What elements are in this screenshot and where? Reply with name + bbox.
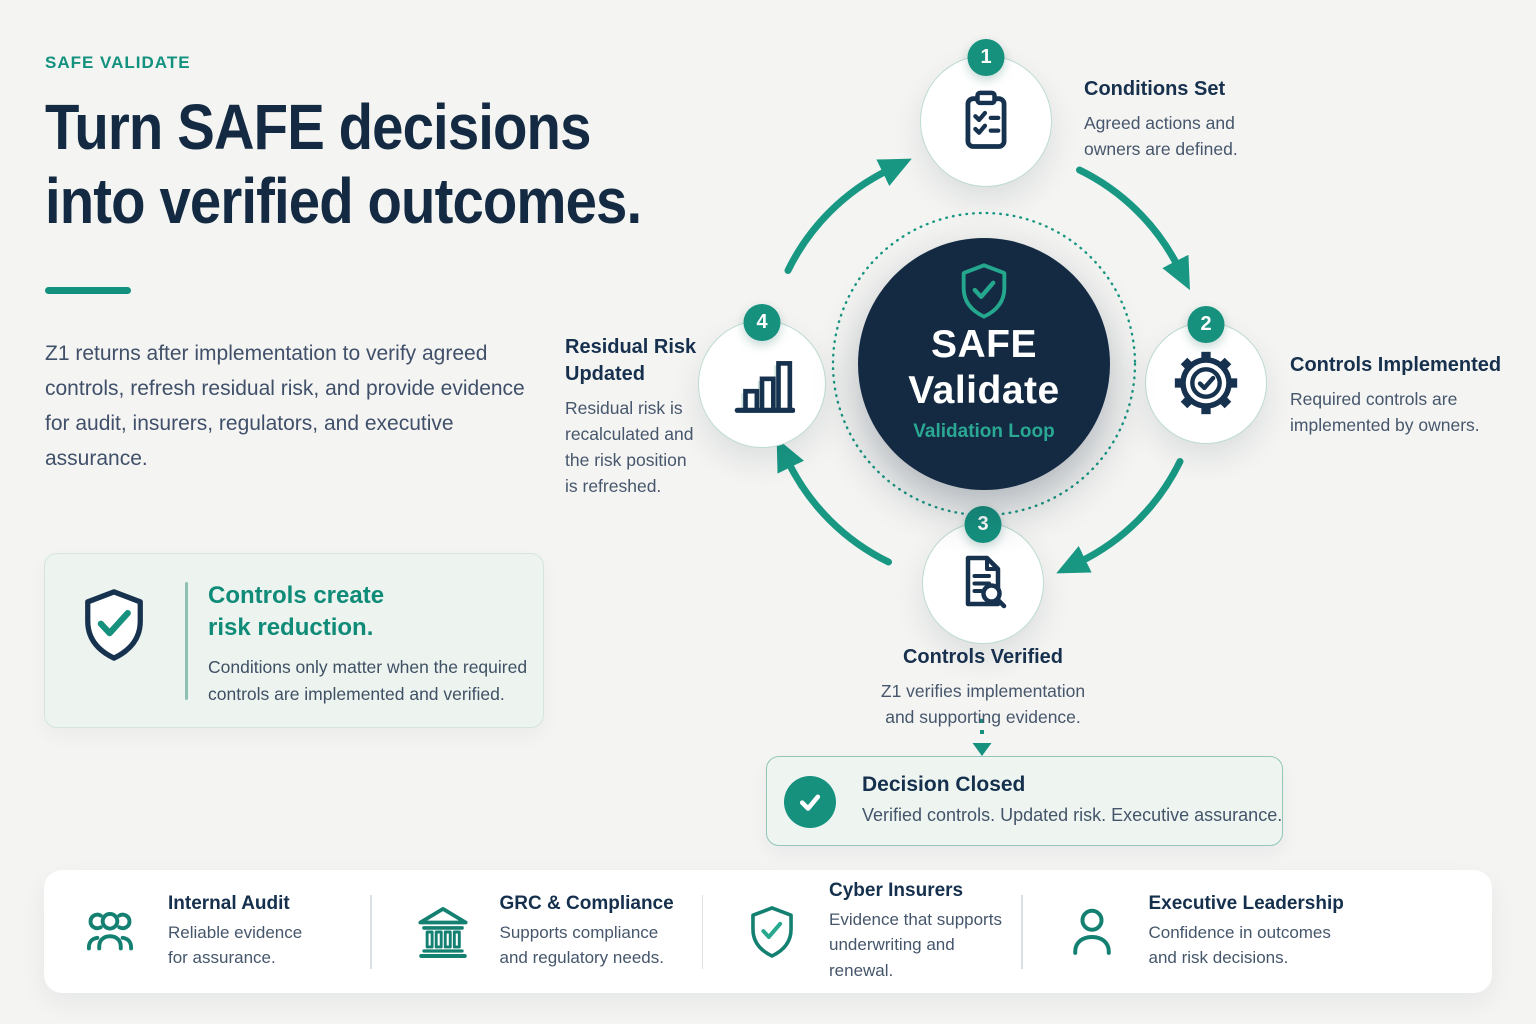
title-underline (45, 287, 131, 294)
arc-step1-to-step2 (1076, 166, 1190, 291)
audience-body: Evidence that supports underwriting and … (829, 909, 1002, 980)
step-title: Controls Verified (902, 646, 1064, 668)
step-label-conditions-set: Conditions Set Agreed actions and owners… (1084, 76, 1324, 162)
decision-title: Decision Closed (862, 773, 1026, 796)
loop-node-controls-verified: 3 (922, 506, 1044, 644)
step-label-controls-verified: Controls Verified Z1 verifies implementa… (852, 644, 1114, 730)
audience-title: Executive Leadership (1148, 892, 1344, 914)
loop-node-residual-risk-updated: 4 (698, 304, 826, 448)
person-icon (1063, 903, 1121, 961)
callout-divider (185, 582, 188, 700)
step-body: Residual risk is recalculated and the ri… (565, 398, 694, 496)
connector-arrowhead (972, 743, 992, 756)
shield-check-icon (743, 903, 801, 961)
arc-step2-to-step3 (1056, 458, 1184, 574)
people-group-icon (80, 902, 140, 962)
step-badge: 3 (964, 506, 1002, 543)
audience-body: Reliable evidence for assurance. (168, 922, 303, 968)
loop-node-controls-implemented: 2 (1145, 306, 1267, 444)
step-title: Conditions Set (1084, 78, 1226, 100)
step-label-controls-implemented: Controls Implemented Required controls a… (1290, 352, 1510, 438)
audience-body: Confidence in outcomes and risk decision… (1148, 922, 1331, 968)
audience-divider (1021, 894, 1023, 969)
shield-check-icon (953, 260, 1015, 322)
audience-title: GRC & Compliance (499, 892, 674, 914)
audience-divider (370, 894, 372, 969)
page-title: Turn SAFE decisions into verified outcom… (45, 91, 642, 237)
brand-eyebrow: SAFE VALIDATE (45, 53, 191, 72)
audience-title: Internal Audit (168, 892, 290, 914)
center-title-line2: Validate (908, 369, 1060, 412)
arc-step4-to-step1 (784, 158, 912, 274)
step-label-residual-risk-updated: Residual Risk Updated Residual risk is r… (565, 334, 715, 499)
loop-node-conditions-set: 1 (920, 39, 1052, 187)
step-badge: 4 (743, 304, 781, 341)
document-search-icon (951, 551, 1015, 615)
step-body: Z1 verifies implementation and supportin… (880, 681, 1086, 727)
decision-closed-card (766, 756, 1283, 846)
audience-grc-compliance: GRC & Compliance Supports compliance and… (372, 870, 702, 993)
gear-check-icon (1171, 348, 1241, 418)
callout-title: Controls create risk reduction. (208, 582, 385, 641)
step-body: Agreed actions and owners are defined. (1084, 113, 1238, 159)
intro-paragraph: Z1 returns after implementation to verif… (45, 342, 525, 470)
bar-chart-icon (729, 351, 795, 417)
step-badge: 1 (967, 39, 1005, 76)
check-circle-icon (784, 776, 836, 828)
audience-body: Supports compliance and regulatory needs… (499, 922, 664, 968)
arc-step3-to-step4 (776, 438, 892, 566)
step-badge: 2 (1187, 306, 1225, 343)
audience-internal-audit: Internal Audit Reliable evidence for ass… (80, 870, 370, 993)
audience-cyber-insurers: Cyber Insurers Evidence that supports un… (703, 870, 1021, 993)
center-subtitle: Validation Loop (913, 421, 1055, 442)
shield-check-icon (74, 585, 154, 665)
step-title: Controls Implemented (1290, 354, 1502, 376)
audience-bar: Internal Audit Reliable evidence for ass… (44, 870, 1492, 993)
audience-divider (701, 894, 703, 969)
bank-icon (414, 903, 472, 961)
loop-center-circle: SAFE Validate Validation Loop (858, 238, 1110, 490)
step-title: Residual Risk Updated (565, 336, 697, 385)
decision-body: Verified controls. Updated risk. Executi… (862, 805, 1283, 825)
callout-body: Conditions only matter when the required… (208, 657, 528, 704)
center-title-line1: SAFE (930, 323, 1037, 366)
clipboard-checklist-icon (952, 87, 1020, 155)
audience-executive-leadership: Executive Leadership Confidence in outco… (1023, 870, 1383, 993)
step-body: Required controls are implemented by own… (1290, 389, 1480, 435)
audience-title: Cyber Insurers (829, 879, 964, 901)
